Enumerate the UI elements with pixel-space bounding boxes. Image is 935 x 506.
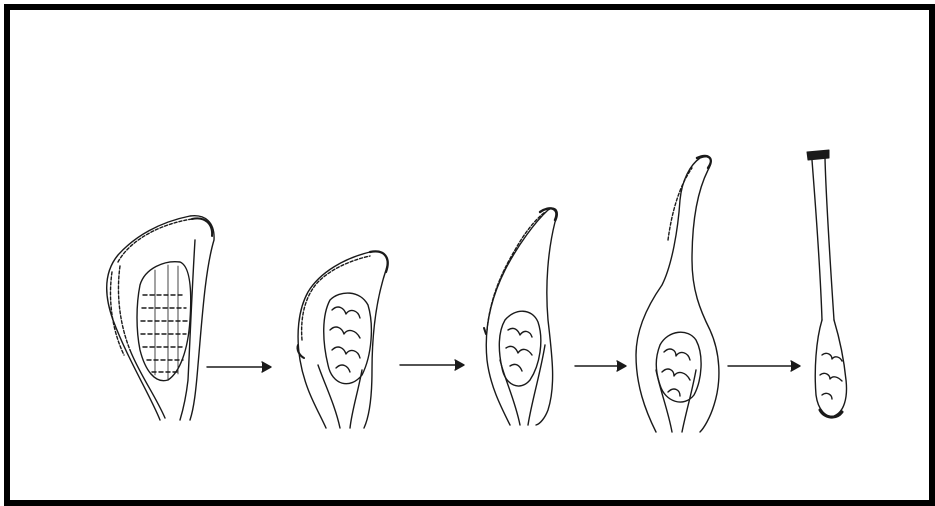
stage-2-ovules <box>324 293 372 384</box>
arrow-3 <box>575 361 626 371</box>
stage-5-ovules <box>820 353 842 399</box>
stage-3-pistil <box>484 208 557 425</box>
stage-5-ovary <box>815 320 846 416</box>
stage-2-inner-wall <box>318 365 362 428</box>
arrow-4 <box>728 361 800 371</box>
stage-3-outer-wall <box>486 208 557 425</box>
arrow-2 <box>400 360 464 370</box>
stage-1-pistil <box>107 216 214 420</box>
stage-5-style <box>812 158 834 320</box>
stage-1-outer-wall <box>107 216 214 420</box>
stage-2-pistil <box>297 251 387 428</box>
stage-3-ovules <box>499 311 541 386</box>
arrow-1 <box>207 362 271 372</box>
stage-4-pistil <box>636 156 719 432</box>
stage-5-pistil <box>807 150 847 417</box>
stage-2-outer-wall <box>298 251 387 428</box>
